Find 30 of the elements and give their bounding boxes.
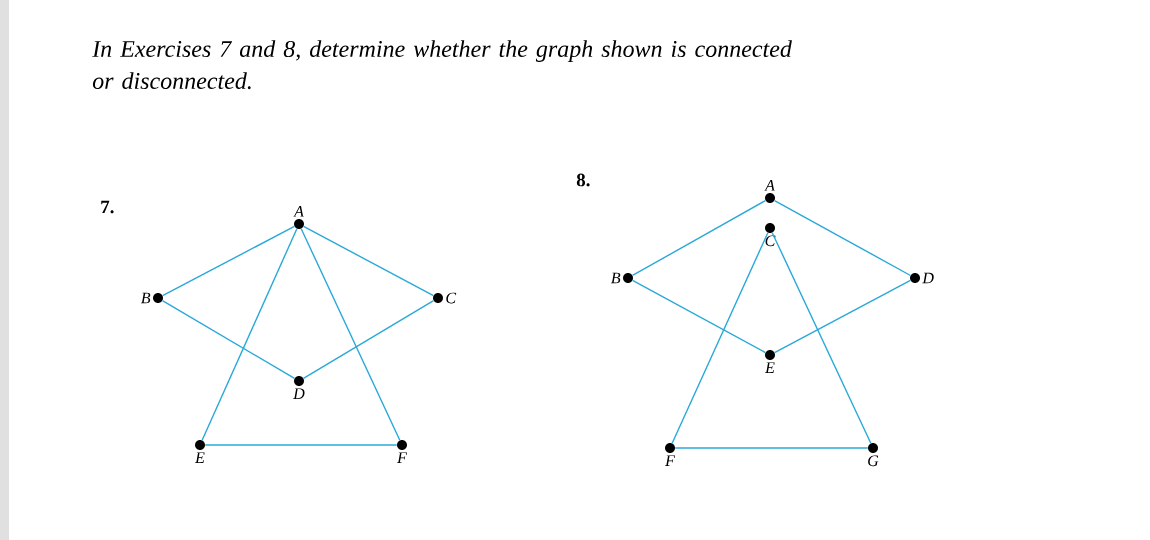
vertex-label: B — [611, 272, 621, 284]
graph-edge — [300, 228, 401, 441]
graph-edge — [302, 225, 435, 297]
graph-edge — [773, 199, 912, 277]
graph-edge — [201, 228, 298, 441]
vertex-label: E — [194, 452, 205, 463]
graph-edge — [302, 299, 435, 380]
vertex-label: D — [293, 388, 305, 399]
graph-edge — [773, 279, 912, 354]
vertex-label: A — [293, 206, 304, 217]
graph-edge — [631, 199, 767, 277]
vertex-label: G — [868, 455, 879, 467]
graph-edge — [671, 232, 769, 444]
vertex-label: C — [446, 292, 457, 304]
graph-edge — [674, 447, 869, 449]
vertex-label: F — [397, 452, 407, 463]
exercise-number: 7. — [101, 200, 114, 214]
heading: In Exercises 7 and 8, determine whether the graph shown is connected or disconnected. — [92, 40, 792, 90]
vertex-label: B — [141, 292, 151, 304]
vertex-label: F — [665, 455, 676, 466]
graph-edge — [771, 232, 872, 444]
graph-edge — [161, 225, 296, 297]
graph-edge — [204, 444, 398, 446]
vertex-label: E — [764, 362, 775, 373]
vertex-label: D — [922, 272, 934, 284]
graph-edge — [161, 299, 296, 380]
graph-edge — [631, 279, 767, 354]
exercise-number: 8. — [576, 173, 590, 187]
vertex-label: C — [765, 235, 776, 247]
vertex-label: A — [764, 180, 775, 191]
